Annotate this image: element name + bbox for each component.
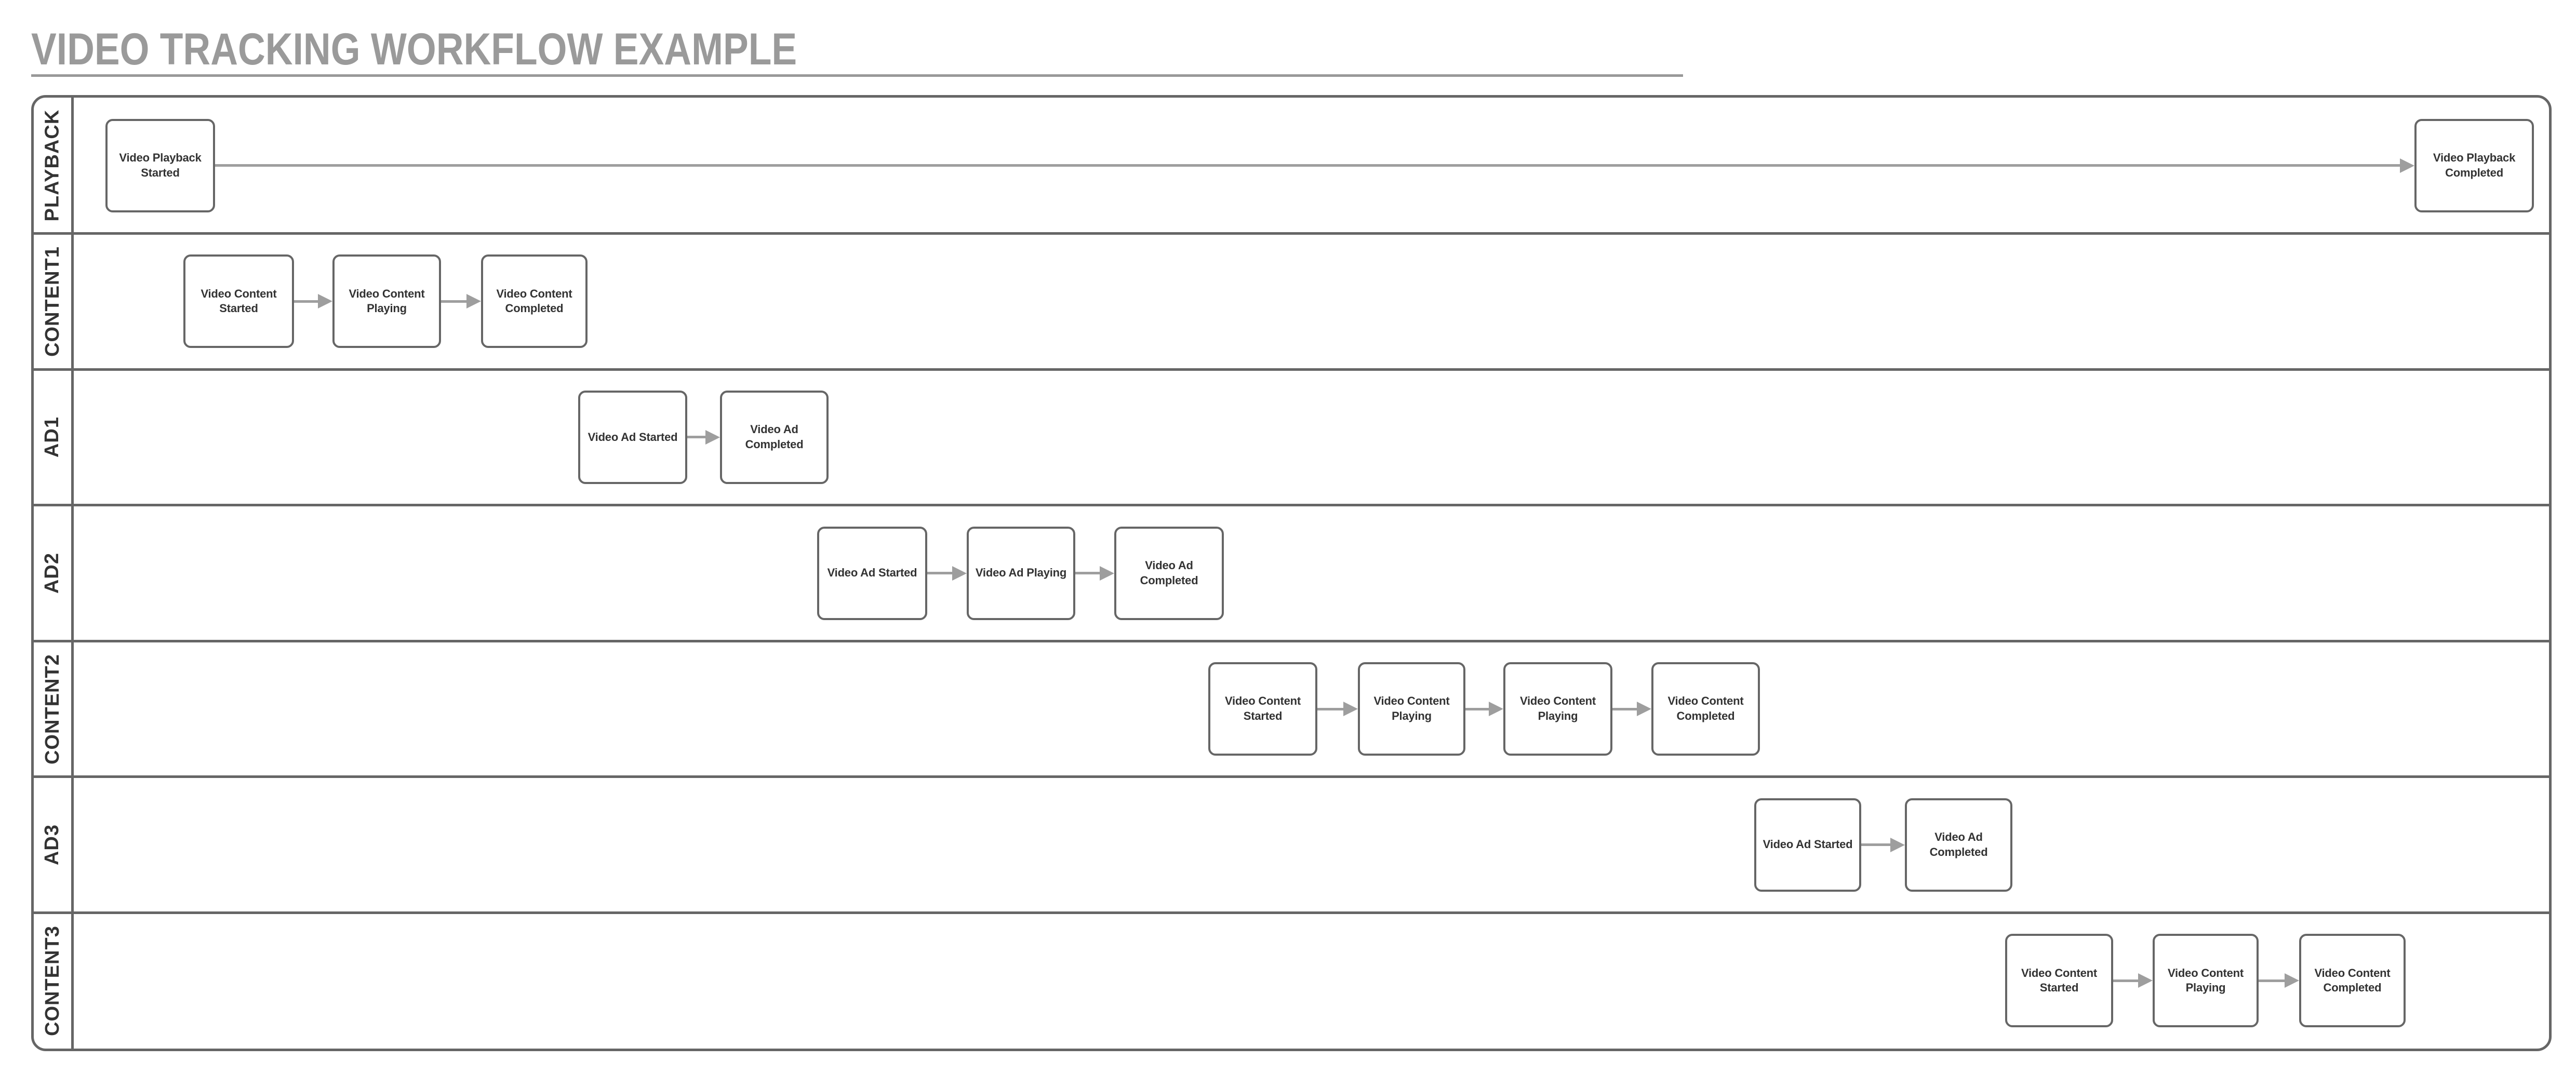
flow-node-label: Video Ad Started — [827, 566, 917, 580]
flow-node[interactable]: Video Ad Completed — [1905, 798, 2012, 892]
flow-node[interactable]: Video Content Playing — [2153, 934, 2259, 1028]
lane-label: CONTENT1 — [41, 246, 63, 357]
swimlane-pool: PLAYBACK Video Playback Started Video Play… — [31, 95, 2552, 1051]
title-underline — [31, 74, 1683, 77]
lane-separator — [34, 368, 2549, 371]
flow-arrow-line — [294, 300, 319, 303]
flow-arrow-head — [1637, 702, 1651, 717]
flow-node-label: Video Ad Completed — [745, 423, 804, 451]
lane-label: AD2 — [41, 552, 63, 594]
flow-arrow-line — [2259, 979, 2286, 982]
flow-arrow-head — [2285, 973, 2299, 988]
flow-node[interactable]: Video Ad Playing — [967, 526, 1075, 620]
flow-node-label: Video Ad Completed — [1929, 830, 1988, 858]
lane-separator — [34, 911, 2549, 914]
flow-arrow-line — [1075, 572, 1101, 574]
diagram-title: VIDEO TRACKING WORKFLOW EXAMPLE — [31, 24, 797, 74]
flow-node[interactable]: Video Content Playing — [332, 254, 441, 348]
lane-header-playback[interactable]: PLAYBACK — [34, 98, 71, 234]
lane-label: AD3 — [41, 824, 63, 866]
flow-arrow-head — [1890, 837, 1905, 852]
flow-node[interactable]: Video Content Completed — [481, 254, 588, 348]
lane-header-content1[interactable]: CONTENT1 — [34, 234, 71, 370]
flow-node-label: Video Playback Started — [119, 151, 202, 179]
flow-arrow-line — [215, 164, 2401, 167]
lane-header-ad3[interactable]: AD3 — [34, 777, 71, 913]
flow-arrow-line — [927, 572, 953, 574]
flow-node[interactable]: Video Ad Started — [578, 390, 687, 484]
lane-header-content3[interactable]: CONTENT3 — [34, 912, 71, 1049]
flow-arrow-head — [705, 430, 720, 445]
flow-node[interactable]: Video Ad Completed — [1114, 526, 1224, 620]
flow-node[interactable]: Video Content Playing — [1503, 662, 1612, 756]
flow-node-label: Video Content Started — [1224, 694, 1301, 723]
flow-arrow-line — [2113, 979, 2139, 982]
flow-arrow-line — [687, 436, 706, 439]
flow-arrow-head — [2138, 973, 2153, 988]
flow-node-label: Video Content Started — [201, 287, 277, 315]
flow-arrow-head — [318, 294, 332, 309]
flow-node[interactable]: Video Playback Completed — [2414, 118, 2534, 212]
flow-node[interactable]: Video Content Completed — [1651, 662, 1760, 756]
swimlane-pool-body: PLAYBACK Video Playback Started Video Play… — [34, 98, 2549, 1049]
lane-separator — [34, 232, 2549, 235]
flow-node-label: Video Content Playing — [1373, 694, 1450, 723]
lane-label: CONTENT2 — [41, 653, 63, 764]
lane-label: CONTENT3 — [41, 925, 63, 1036]
flow-arrow-line — [1465, 707, 1490, 710]
flow-node-label: Video Content Playing — [1519, 694, 1596, 723]
flow-arrow-head — [1100, 566, 1114, 581]
flow-node[interactable]: Video Ad Started — [817, 526, 927, 620]
flow-arrow-line — [1612, 707, 1638, 710]
lane-separator — [34, 775, 2549, 779]
flow-node-label: Video Playback Completed — [2433, 151, 2516, 179]
flow-arrow-head — [466, 294, 481, 309]
flow-node[interactable]: Video Playback Started — [105, 118, 215, 212]
flow-node[interactable]: Video Content Started — [1208, 662, 1317, 756]
flow-node-label: Video Content Completed — [496, 287, 572, 315]
flow-node-label: Video Ad Started — [588, 430, 678, 444]
lane-label: AD1 — [41, 417, 63, 458]
flow-node-label: Video Content Started — [2021, 966, 2098, 995]
flow-arrow-head — [1343, 702, 1358, 717]
lane-label: PLAYBACK — [41, 109, 63, 222]
flow-node-label: Video Content Completed — [1667, 694, 1744, 723]
lane-header-ad1[interactable]: AD1 — [34, 369, 71, 505]
flow-node[interactable]: Video Content Completed — [2299, 934, 2406, 1028]
flow-node[interactable]: Video Ad Completed — [720, 390, 829, 484]
flow-arrow-head — [952, 566, 967, 581]
flow-arrow-head — [2400, 158, 2414, 173]
flow-arrow-line — [1861, 843, 1891, 847]
flow-node-label: Video Ad Started — [1763, 838, 1853, 851]
flow-arrow-head — [1489, 702, 1503, 717]
flow-node[interactable]: Video Content Started — [2005, 934, 2113, 1028]
flow-node-label: Video Ad Completed — [1140, 558, 1198, 587]
lane-separator — [34, 504, 2549, 507]
flow-node[interactable]: Video Content Started — [183, 254, 294, 348]
lane-separator — [34, 639, 2549, 642]
flow-node[interactable]: Video Content Playing — [1358, 662, 1465, 756]
lane-header-content2[interactable]: CONTENT2 — [34, 641, 71, 777]
lane-header-ad2[interactable]: AD2 — [34, 505, 71, 641]
flow-arrow-line — [441, 300, 468, 303]
flow-node[interactable]: Video Ad Started — [1754, 798, 1861, 892]
flow-node-label: Video Content Completed — [2314, 966, 2391, 995]
flow-node-label: Video Ad Playing — [975, 566, 1067, 580]
flow-arrow-line — [1317, 707, 1344, 710]
flow-node-label: Video Content Playing — [349, 287, 425, 315]
lane-header-divider — [71, 98, 74, 1049]
flow-node-label: Video Content Playing — [2167, 966, 2244, 995]
